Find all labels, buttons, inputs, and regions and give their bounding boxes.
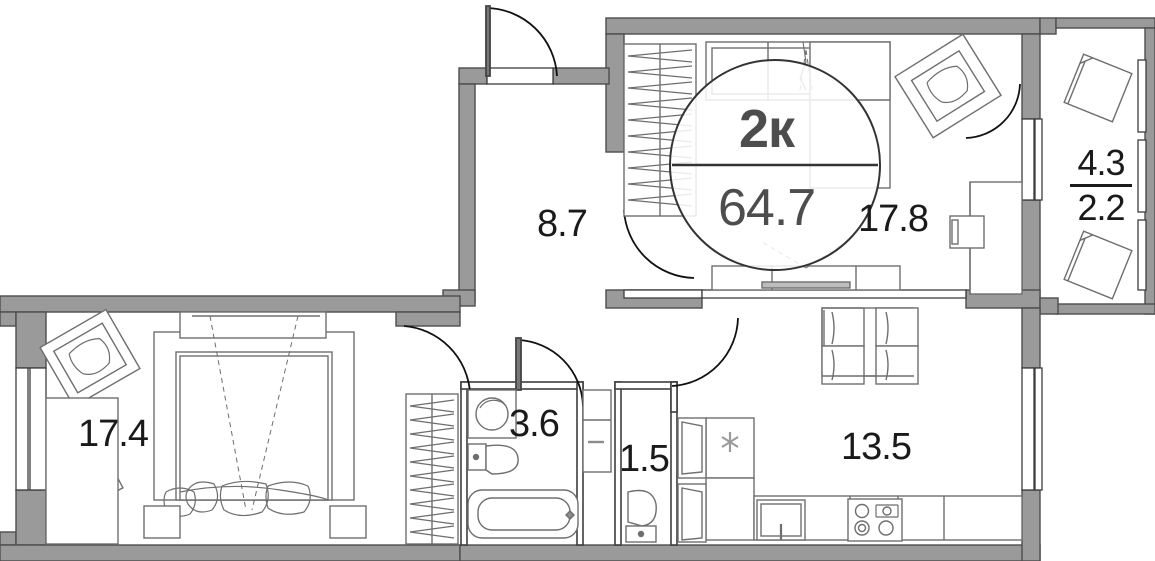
apartment-type-badge: 2к	[739, 99, 795, 159]
sink-icon	[756, 499, 806, 541]
room-area-hallway: 8.7	[537, 203, 588, 245]
balcony-reduced-area-value: 2.2	[1077, 186, 1125, 228]
stove-icon	[847, 498, 903, 542]
room-area-living-room: 17.8	[858, 198, 929, 240]
bedside-table-icon	[143, 505, 181, 539]
balcony-area-fraction: 4.3 2.2	[1068, 144, 1134, 227]
washing-machine-icon	[467, 389, 517, 439]
balcony-box-icon	[1063, 230, 1133, 300]
dining-chair-icon	[821, 345, 865, 385]
fridge-snowflake-icon	[705, 417, 755, 541]
tv-icon	[761, 281, 851, 289]
bedside-table-icon	[329, 505, 367, 539]
cabinet-icon	[45, 397, 119, 545]
pantry-cabinet-icon	[677, 417, 707, 543]
toilet-icon	[625, 489, 657, 543]
bathtub-icon	[467, 489, 579, 539]
dining-chair-icon	[875, 345, 919, 385]
dining-chair-icon	[875, 307, 919, 347]
wardrobe-hanging-icon	[405, 393, 459, 545]
toilet-icon	[467, 443, 519, 475]
area-badge	[669, 59, 881, 271]
room-area-wc: 1.5	[619, 438, 670, 480]
armchair-icon	[39, 308, 141, 408]
bathroom-cabinet-icon	[582, 389, 612, 473]
apartment-total-area: 64.7	[718, 179, 816, 237]
room-area-kitchen: 13.5	[841, 426, 912, 468]
door-swings[interactable]	[403, 5, 1021, 407]
furniture	[39, 33, 1133, 545]
room-area-bathroom: 3.6	[509, 403, 560, 445]
windows	[15, 59, 1147, 491]
tv-sightlines	[209, 315, 299, 511]
wall-shelf-icon	[179, 311, 327, 339]
bed-icon	[153, 331, 355, 517]
balcony-area-value: 4.3	[1077, 142, 1125, 183]
fraction-bar	[1070, 183, 1132, 187]
room-area-bedroom: 17.4	[78, 413, 149, 455]
armchair-icon	[894, 33, 1002, 139]
desk-chair-icon	[949, 215, 985, 249]
balcony-box-icon	[1063, 53, 1133, 123]
